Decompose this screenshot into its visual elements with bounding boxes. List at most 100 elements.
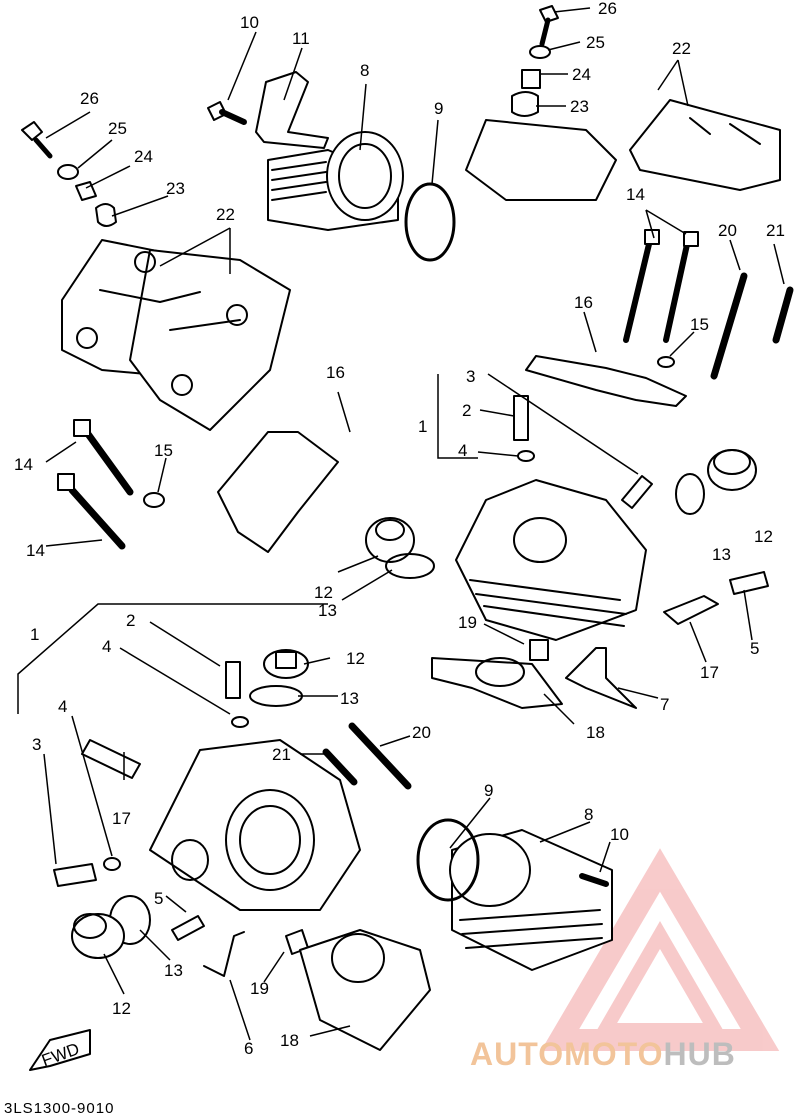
callout-9: 9 xyxy=(434,99,443,118)
callout-24: 24 xyxy=(572,65,591,84)
callout-19: 19 xyxy=(458,613,477,632)
callout-13: 13 xyxy=(712,545,731,564)
cylinder-head-left-part xyxy=(149,739,361,911)
callout-4: 4 xyxy=(58,697,67,716)
keeper-4-right-part xyxy=(517,450,535,462)
callout-20: 20 xyxy=(412,723,431,742)
o-ring-9-lower-part xyxy=(416,818,480,902)
callout-17: 17 xyxy=(112,809,131,828)
washer-25-part xyxy=(57,164,79,180)
callout-14: 14 xyxy=(26,541,45,560)
bolt-14-left-upper-part xyxy=(73,419,134,496)
callout-26: 26 xyxy=(598,0,617,18)
leader-lines xyxy=(17,7,785,1041)
callout-5: 5 xyxy=(154,889,163,908)
callout-8: 8 xyxy=(360,61,369,80)
spacer-24-top-part xyxy=(521,69,541,89)
cylinder-8-lower-part xyxy=(449,829,613,971)
callout-12: 12 xyxy=(346,649,365,668)
rocker-cover-22-right-part xyxy=(465,99,781,201)
callout-22: 22 xyxy=(672,39,691,58)
spark-plug-17-right-part xyxy=(663,595,719,625)
callout-10: 10 xyxy=(240,13,259,32)
grommet-23-top-part xyxy=(511,91,539,117)
callout-12: 12 xyxy=(754,527,773,546)
bolt-21-right-part xyxy=(772,286,794,344)
valve-2-right-part xyxy=(513,395,529,441)
callout-22: 22 xyxy=(216,205,235,224)
cap-12-left-upper-part xyxy=(263,649,309,679)
bolt-14-left-lower-part xyxy=(57,473,126,550)
bolt-10-part xyxy=(207,101,247,125)
callout-16: 16 xyxy=(326,363,345,382)
stud-5-left-part xyxy=(171,915,205,941)
spacer-24-part xyxy=(75,181,97,201)
callout-9: 9 xyxy=(484,781,493,800)
diagram-code: 3LS1300-9010 xyxy=(4,1100,115,1117)
callout-1: 1 xyxy=(418,417,427,436)
bolt-20-left-part xyxy=(348,722,412,790)
washer-25-top-part xyxy=(529,45,551,59)
bolt-26-part xyxy=(21,121,53,159)
valve-guide-3-left-part xyxy=(53,863,97,887)
callout-24: 24 xyxy=(134,147,153,166)
bracket-11-part xyxy=(255,71,329,149)
callout-12: 12 xyxy=(112,999,131,1018)
watermark-logo-icon xyxy=(540,848,780,1051)
gasket-18-left-part xyxy=(299,929,431,1051)
o-ring-13-left-upper-part xyxy=(249,685,303,707)
o-ring-13-right-part xyxy=(675,473,705,515)
watermark-text: AUTOMOTOHUB xyxy=(470,1036,736,1073)
callout-16: 16 xyxy=(574,293,593,312)
callout-23: 23 xyxy=(570,97,589,116)
pipe-7-part xyxy=(565,647,637,709)
rocker-cover-22-left-part xyxy=(61,239,291,431)
callout-3: 3 xyxy=(32,735,41,754)
callout-18: 18 xyxy=(280,1031,299,1050)
dowel-19-right-part xyxy=(529,639,549,661)
cap-12-mid-part xyxy=(365,517,415,563)
cylinder-head-right-part xyxy=(455,479,647,641)
callout-17: 17 xyxy=(700,663,719,682)
callout-14: 14 xyxy=(626,185,645,204)
o-ring-13-mid-part xyxy=(385,553,435,579)
callout-23: 23 xyxy=(166,179,185,198)
callout-1: 1 xyxy=(30,625,39,644)
callout-21: 21 xyxy=(272,745,291,764)
callout-15: 15 xyxy=(154,441,173,460)
keeper-4-left-lower-part xyxy=(103,857,121,871)
fwd-arrow-icon xyxy=(29,1029,91,1071)
cap-12-right-part xyxy=(707,449,757,491)
spark-plug-17-left-part xyxy=(81,739,141,779)
callout-3: 3 xyxy=(466,367,475,386)
callout-11: 11 xyxy=(292,29,310,48)
washer-15-right-part xyxy=(657,356,675,368)
fwd-label: FWD xyxy=(39,1039,82,1070)
gasket-18-right-part xyxy=(431,657,563,709)
bolt-26-top-part xyxy=(539,5,559,47)
callout-13: 13 xyxy=(318,601,337,620)
bolt-20-right-part xyxy=(710,272,748,380)
callout-25: 25 xyxy=(108,119,127,138)
callout-19: 19 xyxy=(250,979,269,998)
callout-20: 20 xyxy=(718,221,737,240)
cap-12-left-lower-part xyxy=(71,913,125,959)
keeper-4-left-part xyxy=(231,716,249,728)
callout-15: 15 xyxy=(690,315,709,334)
cylinder-8-part xyxy=(267,131,404,231)
callout-4: 4 xyxy=(458,441,467,460)
callout-12: 12 xyxy=(314,583,333,602)
watermark-text-part1: AUTOMOTO xyxy=(470,1036,664,1072)
watermark-text-part2: HUB xyxy=(663,1036,736,1072)
bolt-14-right-part xyxy=(623,229,699,343)
callout-13: 13 xyxy=(164,961,183,980)
callout-8: 8 xyxy=(584,805,593,824)
stud-5-right-part xyxy=(729,571,769,595)
pipe-6-part xyxy=(203,931,245,977)
grommet-23-part xyxy=(95,203,117,227)
plate-16-left-part xyxy=(217,431,339,553)
valve-guide-3-right-part xyxy=(621,475,653,509)
callout-4: 4 xyxy=(102,637,111,656)
callout-2: 2 xyxy=(126,611,135,630)
